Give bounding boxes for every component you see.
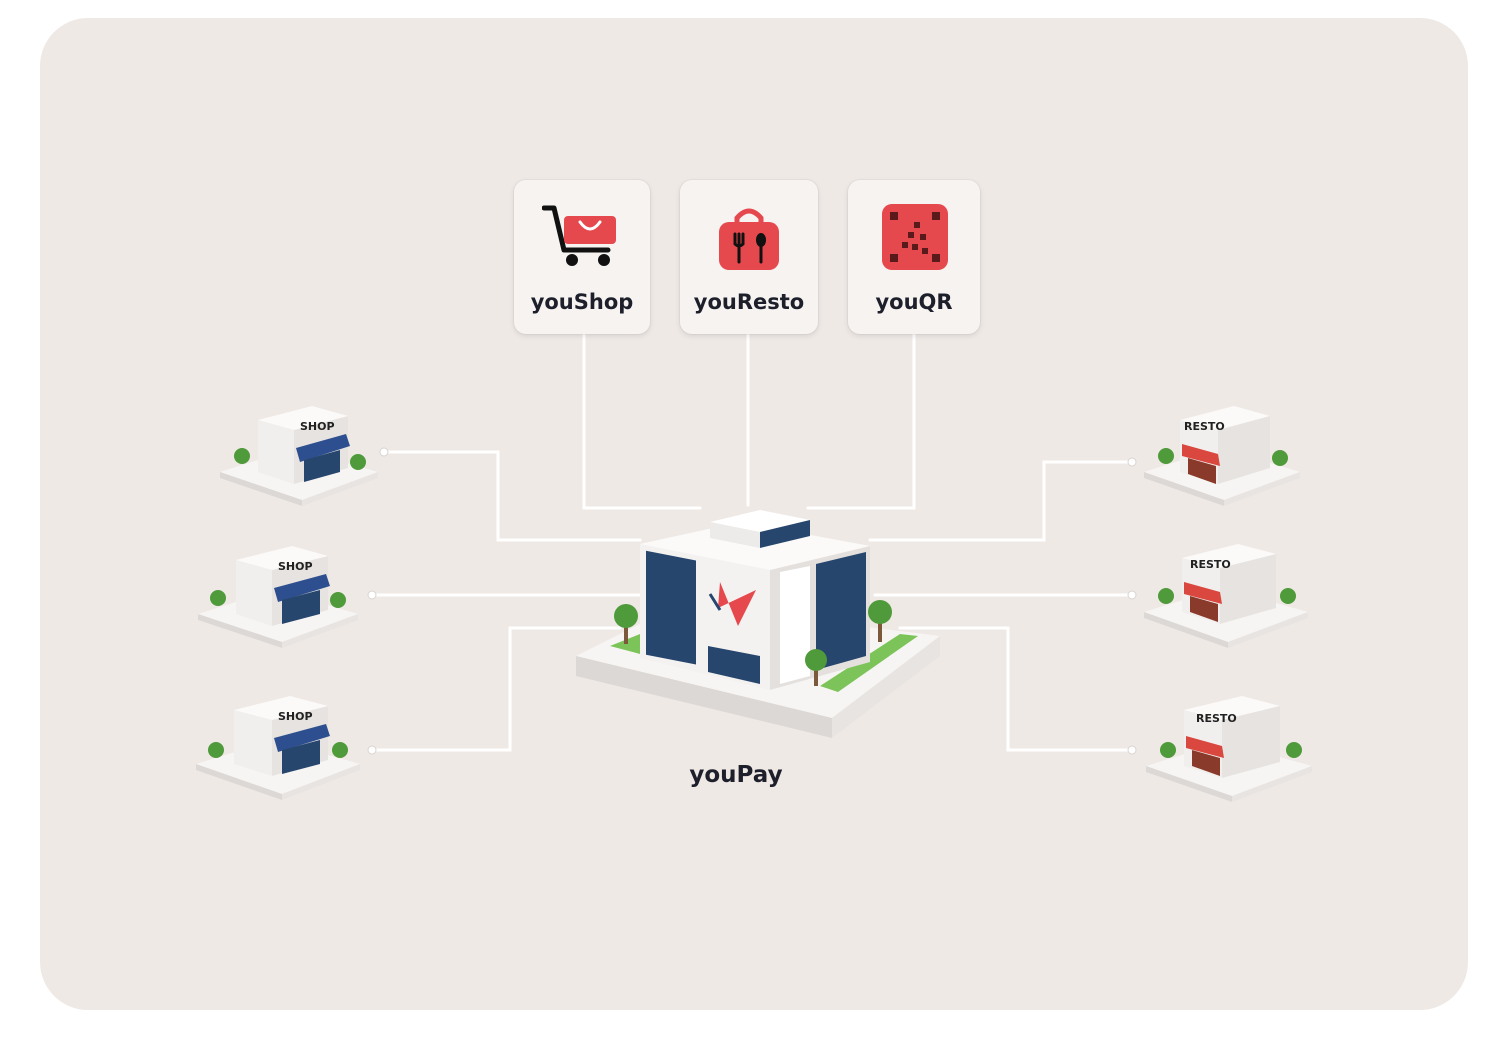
store-sign: SHOP (278, 710, 313, 723)
connector-resto-1 (868, 460, 1134, 542)
connector-youqr (806, 332, 916, 510)
app-card-youresto[interactable]: youResto (680, 180, 818, 334)
youpay-hq-building[interactable] (570, 486, 946, 742)
store-sign: RESTO (1190, 558, 1231, 571)
shop-store-2[interactable]: SHOP (196, 540, 362, 648)
shopping-cart-icon (542, 205, 616, 266)
connector-shop-3 (370, 626, 622, 752)
store-sign: SHOP (278, 560, 313, 573)
food-bag-icon (719, 208, 779, 270)
shop-store-3[interactable]: SHOP (194, 688, 364, 800)
shop-store-1[interactable]: SHOP (218, 400, 382, 506)
resto-store-3[interactable]: RESTO (1144, 688, 1316, 802)
resto-store-2[interactable]: RESTO (1142, 536, 1312, 648)
connector-shop-1 (382, 450, 642, 542)
app-card-youshop[interactable]: youShop (514, 180, 650, 334)
app-card-youqr[interactable]: youQR (848, 180, 980, 334)
app-label-youshop: youShop (530, 290, 634, 314)
app-label-youresto: youResto (693, 290, 805, 314)
store-sign: RESTO (1184, 420, 1225, 433)
qr-code-icon (882, 204, 948, 270)
tree-icon (614, 600, 892, 686)
app-label-youqr: youQR (875, 290, 953, 314)
youpay-label: youPay (689, 762, 783, 788)
resto-store-1[interactable]: RESTO (1142, 400, 1304, 506)
connector-youshop (582, 332, 702, 510)
store-sign: SHOP (300, 420, 335, 433)
store-sign: RESTO (1196, 712, 1237, 725)
connector-resto-3 (898, 626, 1134, 752)
